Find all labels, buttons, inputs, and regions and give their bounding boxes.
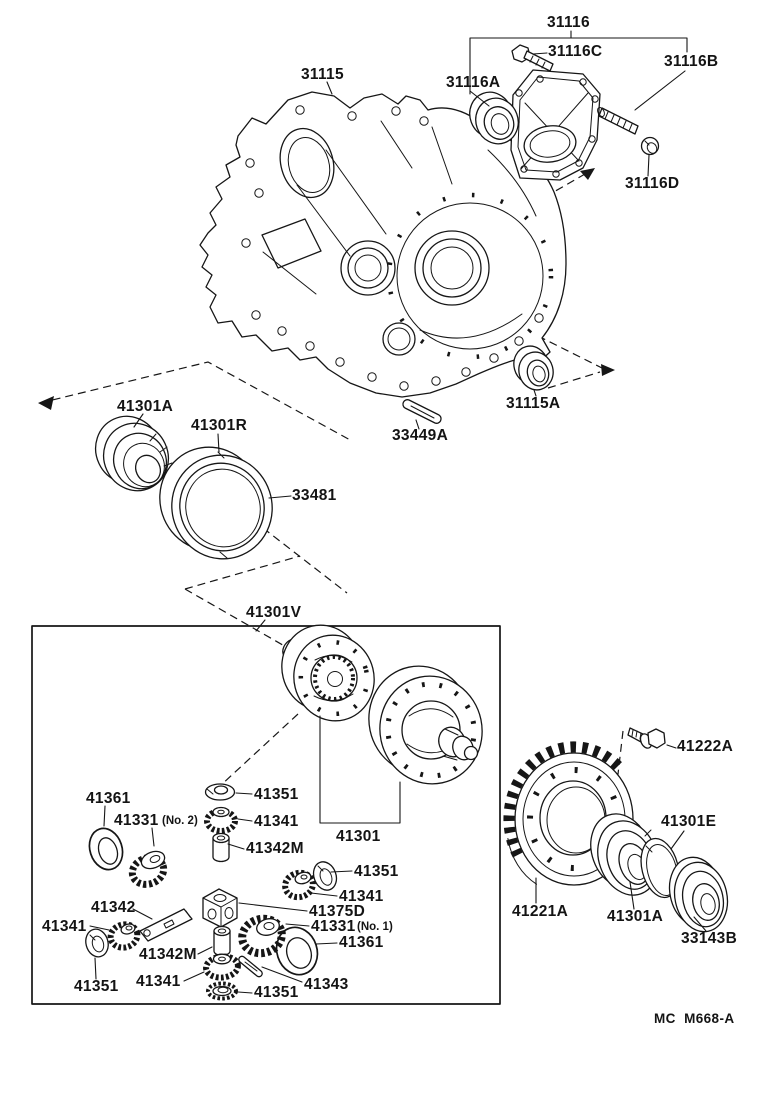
pinion-41341-bottom-drawing — [203, 953, 241, 981]
bearing-41301A-left-drawing — [94, 415, 173, 492]
pinion-shaft-41342-drawing — [139, 908, 193, 942]
pin-33449A-drawing — [402, 399, 442, 424]
figure-code: MC M668-A — [654, 1011, 735, 1026]
arrow-left-bearing — [38, 396, 54, 410]
label-31116[interactable]: 31116 — [547, 14, 590, 31]
label-41351-bottom-left[interactable]: 41351 — [74, 978, 119, 995]
label-41301A-right[interactable]: 41301A — [607, 908, 663, 925]
case-cover-drawing — [510, 69, 601, 181]
part-labels: 31116 31116C 31116A 31116B 31116D 31115 … — [42, 14, 737, 1001]
label-31116C[interactable]: 31116C — [548, 43, 602, 60]
seal-31116A-drawing — [469, 91, 519, 145]
label-41342M-upper[interactable]: 41342M — [246, 840, 304, 857]
label-33143B[interactable]: 33143B — [681, 930, 737, 947]
diff-case-right-half-drawing — [368, 665, 483, 785]
thrust-washer-41351-left-drawing — [85, 928, 109, 958]
label-41301A-left[interactable]: 41301A — [117, 398, 173, 415]
label-41222A[interactable]: 41222A — [677, 738, 733, 755]
side-gear-41331-no1-drawing — [238, 914, 286, 958]
label-31116D[interactable]: 31116D — [625, 175, 679, 192]
label-41331-no1-suffix[interactable]: (No. 1) — [357, 921, 393, 933]
seal-31115A-drawing — [513, 345, 554, 391]
label-31116A[interactable]: 31116A — [446, 74, 500, 91]
label-41343[interactable]: 41343 — [304, 976, 349, 993]
label-31115[interactable]: 31115 — [301, 66, 344, 83]
label-41361-upper[interactable]: 41361 — [86, 790, 131, 807]
stud-31116B-drawing — [597, 107, 639, 135]
ring-33481-drawing — [159, 446, 273, 560]
label-41342M-center[interactable]: 41342M — [139, 946, 197, 963]
spider-block-41375D-drawing — [202, 888, 238, 928]
arrow-right-seal — [601, 364, 615, 376]
label-41301[interactable]: 41301 — [336, 828, 381, 845]
label-41341-right[interactable]: 41341 — [339, 888, 384, 905]
label-41341-top[interactable]: 41341 — [254, 813, 299, 830]
label-41351-right[interactable]: 41351 — [354, 863, 399, 880]
label-41351-bottom-center[interactable]: 41351 — [254, 984, 299, 1001]
label-41361-right[interactable]: 41361 — [339, 934, 384, 951]
label-41301E[interactable]: 41301E — [661, 813, 716, 830]
bolt-31116C-drawing — [511, 44, 554, 72]
label-41331-no1[interactable]: 41331 — [311, 918, 356, 935]
washer-41361-upper-drawing — [88, 827, 124, 871]
diff-case-left-half-drawing — [281, 624, 375, 722]
label-41351-top[interactable]: 41351 — [254, 786, 299, 803]
differential-group-box — [31, 625, 501, 1005]
label-41331-no2-suffix[interactable]: (No. 2) — [162, 815, 198, 827]
label-41221A[interactable]: 41221A — [512, 903, 568, 920]
side-gear-41331-no2-drawing — [128, 850, 168, 888]
transaxle-case-drawing — [199, 91, 567, 398]
cover-bolt-holes — [512, 75, 599, 178]
label-33449A[interactable]: 33449A — [392, 427, 448, 444]
spacer-41342M-center-drawing — [213, 925, 231, 957]
speedo-gear-33143B-drawing — [668, 856, 729, 933]
pinion-41341-top-drawing — [204, 806, 238, 834]
label-31115A[interactable]: 31115A — [506, 395, 560, 412]
pinion-41341-right-drawing — [282, 869, 316, 901]
plug-31116D-drawing — [640, 136, 660, 156]
label-41301R[interactable]: 41301R — [191, 417, 247, 434]
label-33481[interactable]: 33481 — [292, 487, 337, 504]
label-41301V[interactable]: 41301V — [246, 604, 302, 621]
bracket-41301 — [319, 715, 401, 824]
thrust-washer-41351-top-drawing — [204, 783, 236, 801]
label-41375D[interactable]: 41375D — [309, 903, 365, 920]
leader-lines — [89, 30, 707, 994]
spacer-41342M-upper-drawing — [212, 832, 230, 863]
label-41331-no2[interactable]: 41331 — [114, 812, 159, 829]
arrow-to-cover — [580, 168, 595, 180]
pin-41343-drawing — [238, 955, 263, 978]
bolt-41222A-drawing — [627, 727, 666, 749]
case-bolt-holes — [241, 105, 544, 391]
label-41341-bottom[interactable]: 41341 — [136, 973, 181, 990]
label-41342[interactable]: 41342 — [91, 899, 136, 916]
label-41341-left[interactable]: 41341 — [42, 918, 87, 935]
washer-41361-right-drawing — [275, 926, 319, 976]
thrust-washer-41351-bottom-drawing — [206, 981, 238, 1001]
label-31116B[interactable]: 31116B — [664, 53, 718, 70]
pinion-41341-left-drawing — [107, 921, 141, 951]
